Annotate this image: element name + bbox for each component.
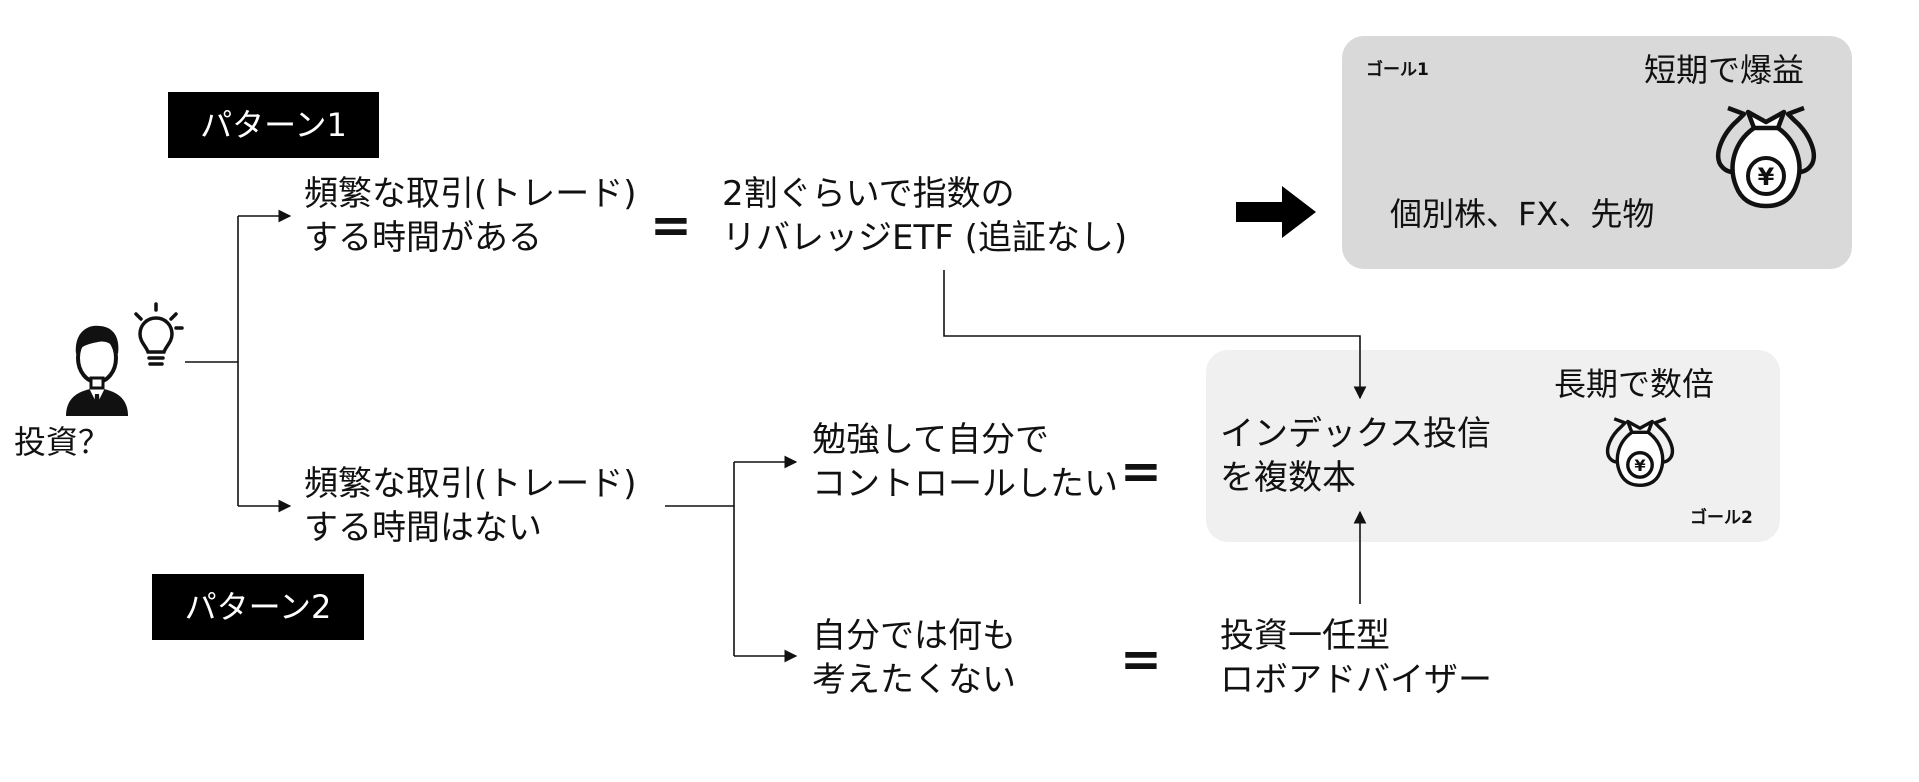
right-arrow-icon [1236,186,1316,238]
goal1-title: 短期で爆益 [1644,51,1805,89]
arrow-etf-to-goal2 [943,270,1367,400]
svg-text:¥: ¥ [1758,163,1775,191]
person-icon [66,325,128,416]
goal1-items: 個別株、FX、先物 [1390,195,1655,233]
robo-advisor-line1: 投資一任型 [1220,616,1390,656]
pattern1-product-line1: 2割ぐらいで指数の [722,174,1015,214]
goal2-items-line2: を複数本 [1220,458,1356,498]
pattern1-label: パターン1 [168,92,379,158]
goal1-tag: ゴール1 [1366,60,1429,80]
branch-line-user [185,216,239,506]
robo-advisor-line2: ロボアドバイザー [1220,660,1492,700]
option-a-line2: コントロールしたい [812,464,1118,504]
branch-line-pattern2 [665,462,735,656]
equals-sign: = [1120,442,1162,500]
money-bags-yen-icon-small: ¥ [1605,417,1675,487]
option-b-line1: 自分では何も [812,616,1016,656]
option-a-line1: 勉強して自分で [812,420,1049,460]
goal2-items-line1: インデックス投信 [1220,414,1491,454]
lightbulb-icon [134,302,184,366]
pattern2-condition-line1: 頻繁な取引(トレード) [304,464,637,504]
goal2-title: 長期で数倍 [1554,365,1715,403]
pattern1-product-line2: リバレッジETF (追証なし) [722,218,1128,258]
pattern1-condition-line2: する時間がある [304,218,542,258]
money-bags-yen-icon-large: ¥ [1716,105,1816,209]
equals-sign: = [1120,630,1162,688]
svg-text:¥: ¥ [1634,456,1646,475]
equals-sign: = [650,196,692,254]
user-label: 投資？ [14,423,111,461]
goal2-tag: ゴール2 [1690,508,1753,528]
pattern1-condition-line1: 頻繁な取引(トレード) [304,174,637,214]
pattern2-label: パターン2 [152,574,364,640]
pattern2-condition-line2: する時間はない [304,508,542,548]
goal2-box [1206,350,1780,542]
option-b-line2: 考えたくない [812,660,1016,700]
